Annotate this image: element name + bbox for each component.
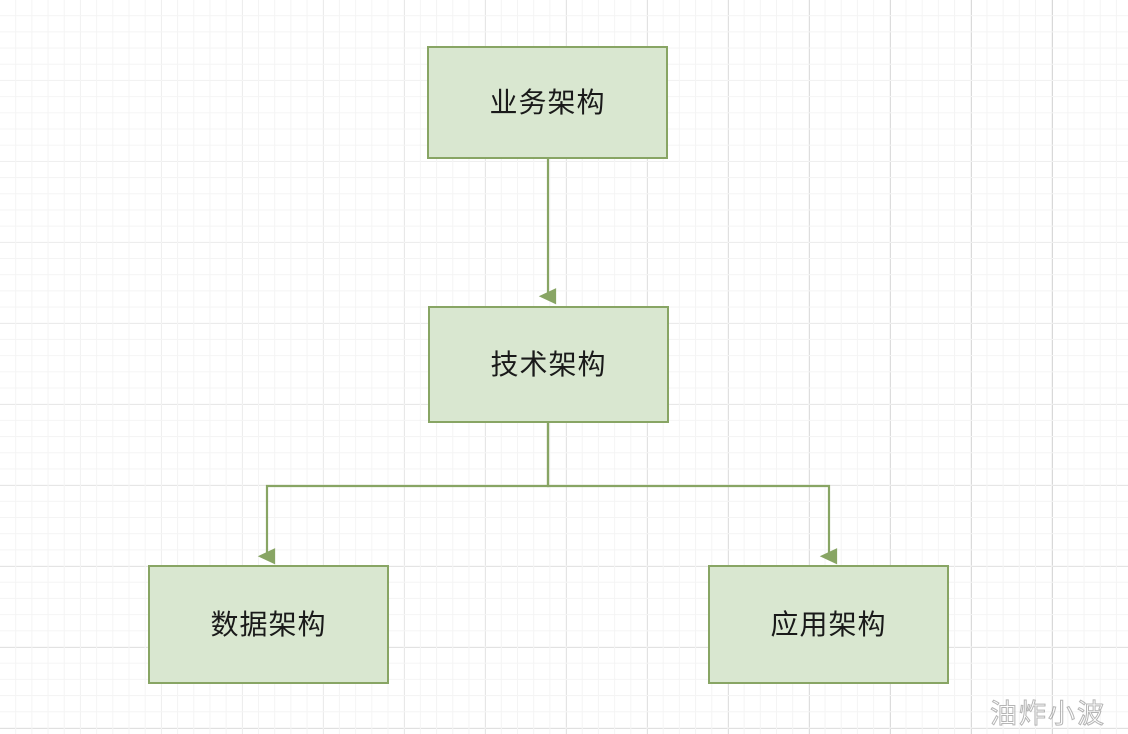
node-business-architecture[interactable]: 业务架构 (427, 46, 668, 159)
node-application-architecture[interactable]: 应用架构 (708, 565, 949, 684)
edge-technical-to-application (546, 423, 838, 565)
node-label: 业务架构 (489, 85, 606, 119)
node-label: 数据架构 (210, 607, 327, 641)
node-label: 应用架构 (770, 607, 887, 641)
node-data-architecture[interactable]: 数据架构 (148, 565, 389, 684)
node-label: 技术架构 (490, 347, 607, 381)
watermark: 油炸小波 (990, 699, 1106, 730)
edge-technical-to-data (257, 423, 550, 565)
node-technical-architecture[interactable]: 技术架构 (428, 306, 669, 423)
